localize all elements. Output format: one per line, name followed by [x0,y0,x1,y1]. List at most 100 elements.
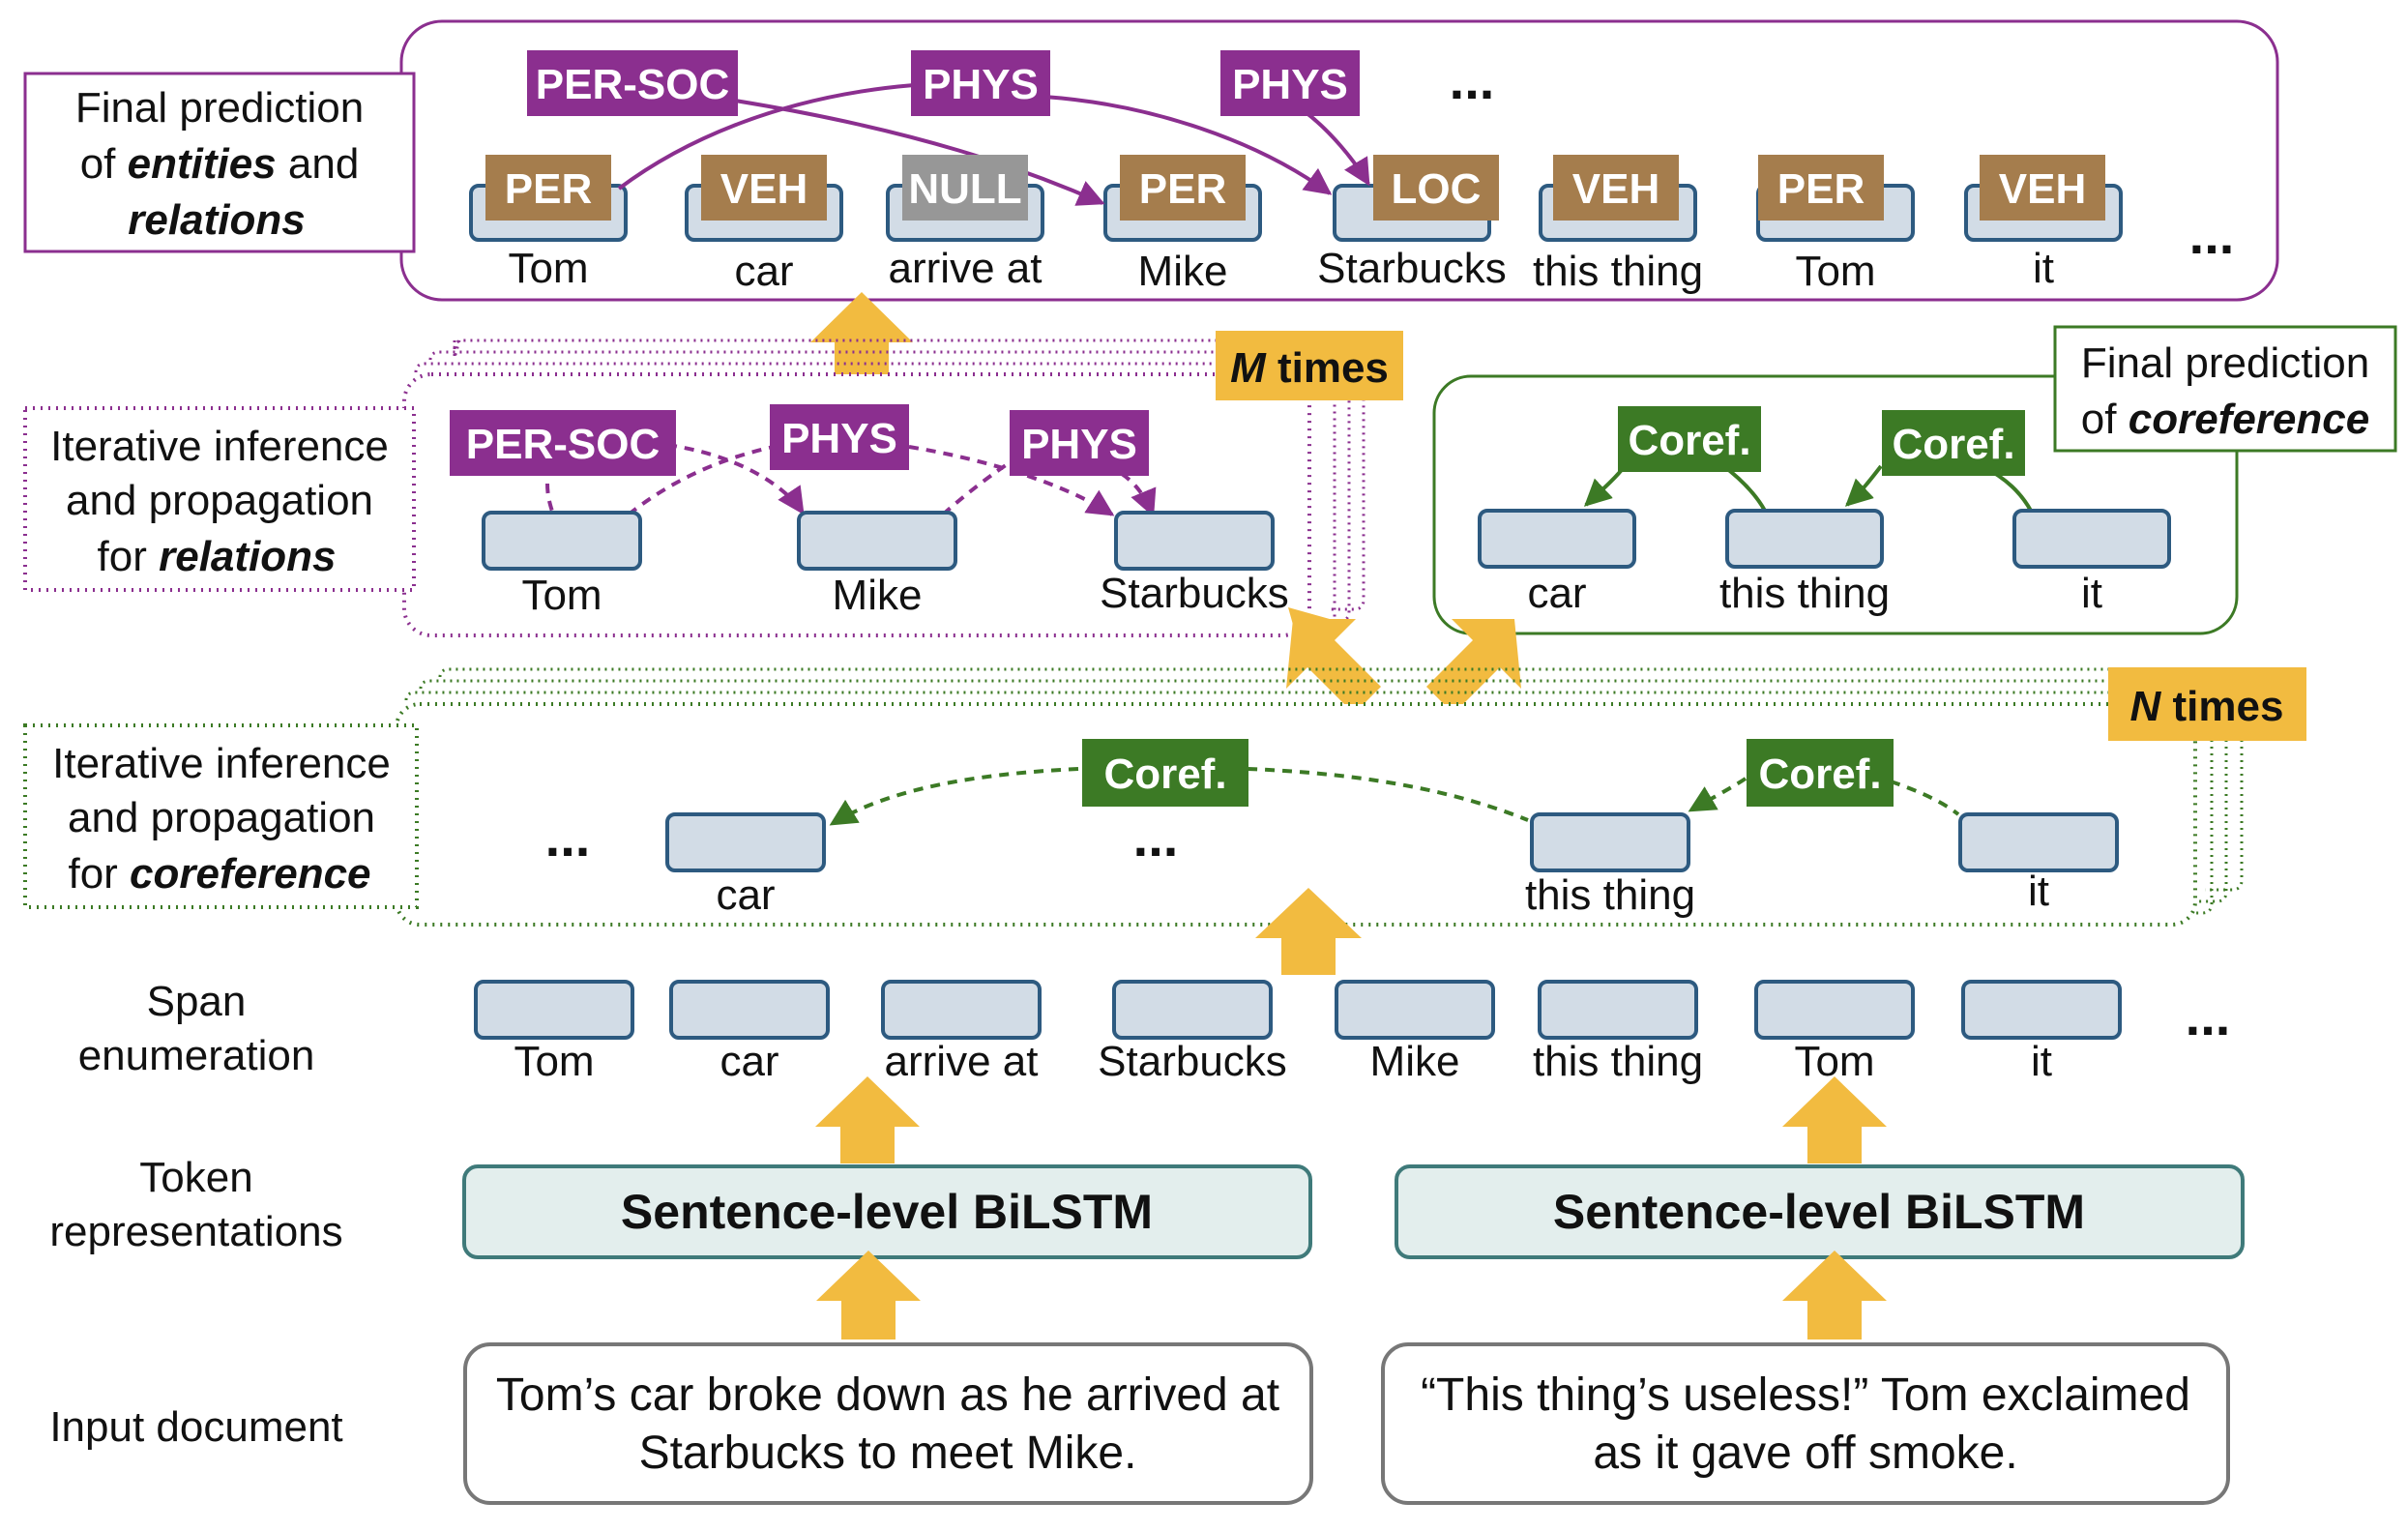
coref-stack-r3 [2205,740,2244,892]
top-word-car: car [734,248,793,295]
final-coref-label-line1: Final prediction [2081,339,2369,387]
span-tom [474,980,634,1040]
coref-span-this-thing [1530,812,1690,872]
rel-link-phys-to-starbucks [908,445,1115,516]
relations-label-line1: Iterative inference [50,423,389,470]
final-coref-label-box [2053,325,2397,453]
coref-label-line3: for coreference [68,850,370,898]
doc-right [1381,1342,2230,1505]
final-coref-span-this-thing [1725,509,1884,569]
tag-box-loc [1373,155,1499,221]
span-word-starbucks: Starbucks [1098,1038,1287,1085]
final-coref-tag-2: Coref. [1892,421,2014,468]
rel-box-phys-mid [770,404,909,470]
final-coref-emph: coreference [2129,396,2369,443]
relations-label-box [23,406,416,592]
span-label-line1: Span [147,978,247,1025]
relations-stack-1 [414,362,1336,634]
final-coref-span-car [1478,509,1636,569]
rel-word-mike: Mike [833,572,923,619]
coref-link-2-left [1688,777,1747,812]
span-word-this-thing: this thing [1533,1038,1703,1085]
final-coref-span-it [2012,509,2171,569]
coref-box-2 [1747,739,1894,807]
coref-stack-3 [438,667,2234,678]
top-relation-link-phys2 [1304,110,1370,187]
arrow-up-right-bilstm [1782,1251,1887,1340]
relations-label-emph: relations [159,533,336,580]
final-coref-panel [1432,374,2239,635]
coref-link-1-left [829,767,1079,826]
relations-label-line3: for relations [98,533,337,580]
doc-right-line2: as it gave off smoke. [1593,1428,2017,1479]
rel-span-tom [482,511,642,571]
span-ellipsis: ... [2186,986,2231,1046]
relations-label-for: for [98,533,160,580]
final-coref-link-2 [1844,464,1883,507]
doc-left-line1: Tom’s car broke down as he arrived at [496,1369,1279,1421]
span-word-arrive-at: arrive at [885,1038,1039,1085]
final-coref-of: of [2081,396,2129,443]
tag-veh-2: VEH [1572,165,1659,213]
bilstm-right-label: Sentence-level BiLSTM [1553,1185,2085,1239]
final-coref-box-2 [1882,410,2025,476]
coref-label-line2: and propagation [68,794,375,841]
top-relation-link-phys1-b [1043,95,1333,195]
rel-link-mike-to-phys2 [941,457,1016,516]
rel-box-persoc [527,50,738,116]
top-word-tom: Tom [508,245,588,292]
final-coref-label-line2: of coreference [2081,396,2369,443]
span-this-thing [1538,980,1698,1040]
rel-persoc-mid: PER-SOC [466,421,660,468]
m-times-badge [1216,331,1403,400]
doc-left-line2: Starbucks to meet Mike. [639,1428,1137,1479]
rel-link-persoc [545,483,555,515]
coref-stack-2 [419,679,2108,690]
coref-panel [395,702,2197,927]
span-tom-2 [1754,980,1915,1040]
coref-panel-stack [404,667,2244,915]
bilstm-left-label: Sentence-level BiLSTM [621,1185,1153,1239]
top-relation-link-phys1-a [617,83,915,191]
top-ellipsis-right: ... [2189,204,2235,265]
span-row [474,980,2122,1040]
span-word-tom: Tom [514,1038,594,1085]
top-word-it: it [2033,245,2054,292]
top-words: Tom car arrive at Mike Starbucks this th… [508,245,2054,295]
coref-stack-1 [404,691,2108,701]
top-relation-links [617,83,1370,206]
relations-stack-3b [453,339,1366,611]
tag-box-per-2 [1120,155,1246,221]
coref-ellipsis-mid: ... [1133,807,1179,868]
final-entities-and: and [277,140,360,188]
span-word-mike: Mike [1370,1038,1460,1085]
rel-box-phys-2 [1220,50,1360,116]
arrow-up-left-spans [815,1076,920,1163]
coref-label-for: for [68,850,130,898]
bilstm-right [1395,1164,2245,1259]
token-label-line2: representations [49,1208,342,1255]
coref-box-1 [1082,739,1248,807]
rel-box-phys-mid-2 [1010,410,1149,476]
span-mike [1335,980,1495,1040]
top-relation-link-persoc [734,99,1105,206]
span-word-it: it [2031,1038,2052,1085]
final-entities-of: of [80,140,128,188]
tag-box-null [902,155,1028,221]
top-word-tom-2: Tom [1795,248,1875,295]
rel-phys-mid-2: PHYS [1021,421,1137,468]
m-times-text: M times [1230,344,1389,392]
rel-phys: PHYS [923,61,1039,108]
span-starbucks [1112,980,1273,1040]
rel-link-persoc-to-mike [666,443,805,515]
tag-loc: LOC [1392,165,1482,213]
final-entities-label-line1: Final prediction [75,84,364,132]
arrow-up-right-spans [1782,1076,1887,1163]
tag-box-veh [701,155,827,221]
top-ellipsis-upper: ... [1450,49,1495,110]
coref-label-line1: Iterative inference [52,740,391,787]
tag-box-veh-2 [1553,155,1679,221]
rel-phys-mid: PHYS [781,415,897,462]
span-arrive-at [881,980,1042,1040]
